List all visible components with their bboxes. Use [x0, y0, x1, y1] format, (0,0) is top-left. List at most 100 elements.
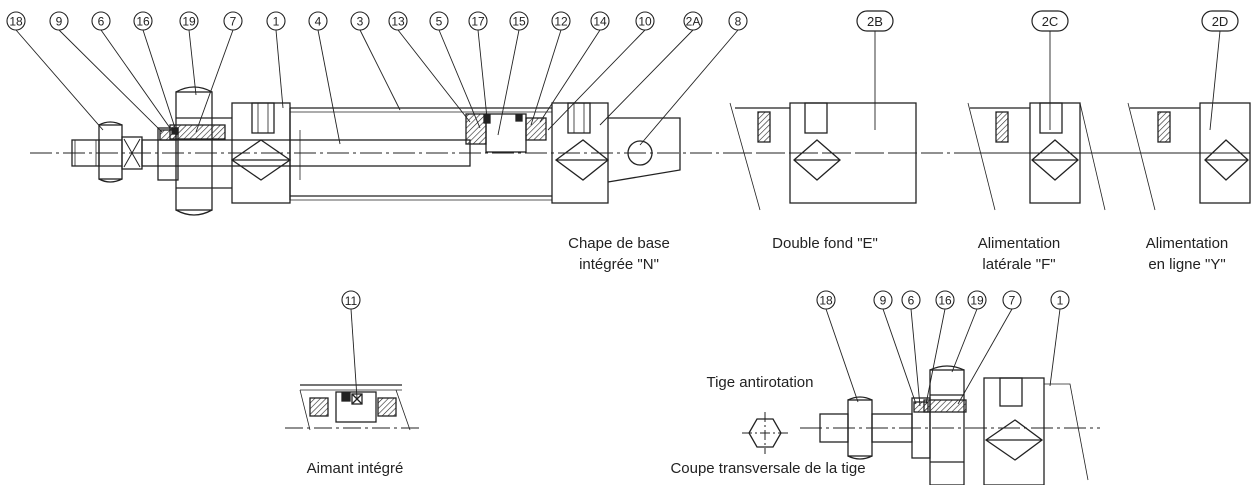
callout-label: 16: [136, 15, 150, 29]
callout-marker: [635, 11, 655, 31]
section-caption-text: Coupe transversale de la tige: [670, 460, 866, 477]
callout-7: 7: [195, 11, 243, 133]
section-caption: Coupe transversale de la tige: [648, 458, 888, 479]
variant-2c-pill: 2C: [1031, 10, 1069, 130]
callout-label: 16: [938, 294, 952, 308]
variant-2b-caption: Double fond "E": [760, 233, 890, 254]
callout-13: 13: [388, 11, 471, 123]
callout-marker: [468, 11, 488, 31]
callout-marker: [551, 11, 571, 31]
variant-2d-label: 2D: [1212, 14, 1229, 29]
callout-16: 16: [133, 11, 177, 132]
callout-label: 2A: [686, 15, 701, 29]
variant-2d-caption: Alimentation en ligne "Y": [1132, 233, 1242, 275]
callout-10: 10: [547, 11, 655, 131]
callout-label: 3: [357, 15, 364, 29]
callout-2a: 2A: [599, 11, 703, 126]
callout-marker: [179, 11, 199, 31]
callout-label: 18: [819, 294, 833, 308]
variant-2d-drawing: [1127, 102, 1251, 211]
callout-label: 5: [436, 15, 443, 29]
variant-2c-label: 2C: [1042, 14, 1059, 29]
callout-label: 13: [391, 15, 405, 29]
variant-2c-caption: Alimentation latérale "F": [964, 233, 1074, 275]
callout-label: 14: [593, 15, 607, 29]
variant-2c-drawing: [967, 102, 1130, 211]
variant-2b-drawing: [729, 102, 935, 211]
callout-19: 19: [951, 290, 987, 373]
callout-marker: [266, 11, 286, 31]
callout-marker: [388, 11, 408, 31]
callout-marker: [935, 290, 955, 310]
rear-cover-clevis: [551, 102, 681, 204]
magnet-caption-text: Aimant intégré: [306, 460, 404, 477]
callout-label: 6: [98, 15, 105, 29]
variant-2b-label: 2B: [867, 14, 883, 29]
callout-label: 8: [735, 15, 742, 29]
callout-label: 18: [9, 15, 23, 29]
antirotation-title-text: Tige antirotation: [706, 374, 814, 391]
callout-marker: [509, 11, 529, 31]
callout-label: 9: [56, 15, 63, 29]
callout-marker: [816, 290, 836, 310]
callout-marker: [350, 11, 370, 31]
antirotation-drawing: [800, 365, 1100, 485]
antirotation-callouts: 18 9 6 16 19 7 1: [816, 290, 1070, 407]
callout-marker: [1050, 290, 1070, 310]
variant-2d-pill: 2D: [1201, 10, 1239, 131]
callout-marker: [1002, 290, 1022, 310]
callout-18: 18: [6, 11, 104, 131]
rod-cross-section: [742, 412, 790, 454]
callout-12: 12: [530, 11, 571, 126]
base-caption-line2: intégrée "N": [579, 256, 659, 273]
callout-marker: [901, 290, 921, 310]
callout-label: 9: [880, 294, 887, 308]
callout-marker: [967, 290, 987, 310]
callout-label: 7: [230, 15, 237, 29]
callout-14: 14: [539, 11, 610, 123]
piston-rod: [141, 139, 471, 167]
callout-label: 19: [970, 294, 984, 308]
callout-label: 1: [273, 15, 280, 29]
magnet-callout: 11: [341, 290, 361, 399]
callout-1: 1: [266, 11, 286, 109]
callout-8: 8: [639, 11, 748, 146]
callout-label: 6: [908, 294, 915, 308]
callout-marker: [49, 11, 69, 31]
magnet-callout-label: 11: [345, 294, 358, 308]
magnet-caption: Aimant intégré: [290, 458, 420, 479]
callout-marker: [873, 290, 893, 310]
callout-marker: [223, 11, 243, 31]
callout-18: 18: [816, 290, 859, 403]
variant-2d-caption-line2: en ligne "Y": [1148, 256, 1226, 273]
callout-6: 6: [901, 290, 921, 407]
callout-marker: [683, 11, 703, 31]
magnet-detail-drawing: [285, 384, 420, 431]
mount-nut: [175, 86, 213, 216]
cylinder-tube: [289, 107, 552, 201]
callout-19: 19: [179, 11, 199, 96]
callout-9: 9: [873, 290, 917, 405]
callout-marker: [133, 11, 153, 31]
callout-5: 5: [429, 11, 481, 129]
callout-label: 17: [471, 15, 485, 29]
callout-15: 15: [497, 11, 529, 136]
callout-marker: [590, 11, 610, 31]
callout-marker: [429, 11, 449, 31]
callout-label: 1: [1057, 294, 1064, 308]
piston: [465, 113, 547, 153]
callout-7: 7: [957, 290, 1022, 405]
callout-label: 7: [1009, 294, 1016, 308]
main-assembly: [30, 86, 1250, 216]
callout-label: 4: [315, 15, 322, 29]
callout-6: 6: [91, 11, 171, 129]
callout-label: 10: [638, 15, 652, 29]
callout-16: 16: [925, 290, 955, 405]
base-caption-line1: Chape de base: [568, 235, 670, 252]
base-caption: Chape de base intégrée "N": [551, 233, 687, 275]
callout-marker: [308, 11, 328, 31]
callout-1: 1: [1049, 290, 1070, 387]
callout-9: 9: [49, 11, 163, 133]
